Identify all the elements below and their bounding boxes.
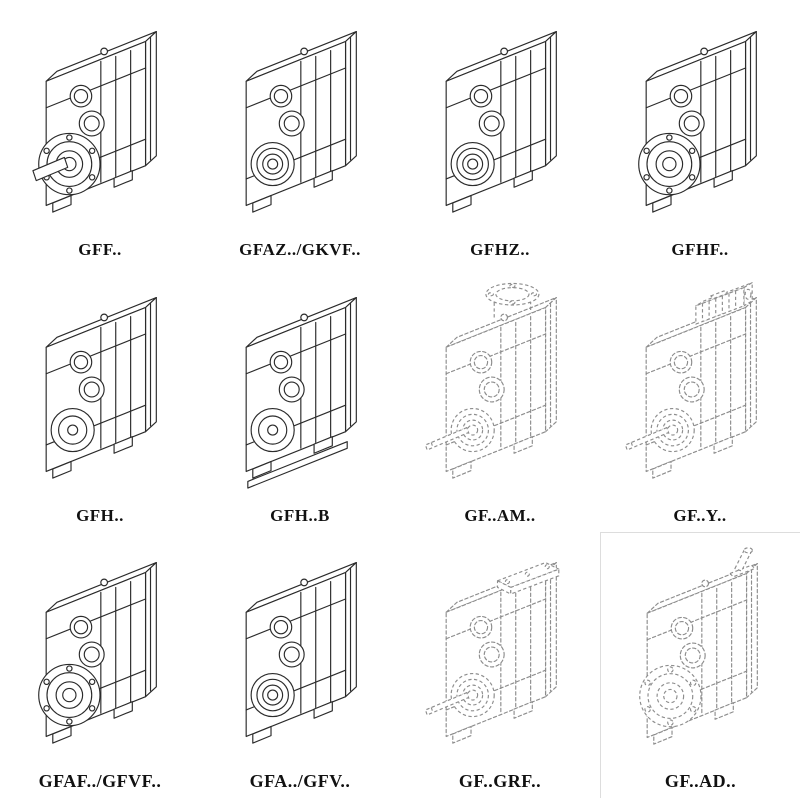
model-label: GFH.. — [76, 506, 124, 526]
gearbox-top-plate-drawing-icon — [416, 546, 584, 758]
drawing-area — [601, 533, 800, 772]
catalog-cell-gfh: GFH.. — [0, 266, 200, 532]
gearbox-base-mounted-drawing-icon — [216, 281, 384, 493]
drawing-area — [0, 266, 200, 507]
model-label: GFA../GFV.. — [249, 771, 351, 792]
gearbox-motor-mounted-drawing-icon — [616, 281, 784, 493]
catalog-cell-gfh-b: GFH..B — [200, 266, 400, 532]
catalog-cell-gff: GFF.. — [0, 0, 200, 266]
model-label: GF..Y.. — [673, 506, 727, 526]
gearbox-flange-bore-drawing-icon — [16, 546, 184, 758]
gearbox-plain-drawing-icon — [16, 281, 184, 493]
gearbox-input-adapter-drawing-icon — [617, 547, 785, 759]
drawing-area — [0, 0, 200, 241]
model-label: GF..AM.. — [464, 506, 536, 526]
catalog-cell-gf-am: GF..AM.. — [400, 266, 600, 532]
model-label: GF..AD.. — [664, 771, 737, 792]
model-label: GFHZ.. — [470, 240, 530, 260]
gearbox-hollow-bore-drawing-icon — [216, 546, 384, 758]
model-label: GF..GRF.. — [458, 771, 542, 792]
catalog-cell-gfhf: GFHF.. — [600, 0, 800, 266]
drawing-area — [200, 266, 400, 507]
drawing-area — [200, 532, 400, 772]
catalog-cell-gf-y: GF..Y.. — [600, 266, 800, 532]
catalog-cell-gfaz-gkvf: GFAZ../GKVF.. — [200, 0, 400, 266]
catalog-cell-gf-ad: GF..AD.. — [600, 532, 800, 798]
gearbox-flange-shaft-drawing-icon — [16, 15, 184, 227]
drawing-area — [400, 532, 600, 772]
gearbox-hollow-bore-drawing-icon — [416, 15, 584, 227]
catalog-cell-gfa-gfv: GFA../GFV.. — [200, 532, 400, 798]
drawing-area — [200, 0, 400, 241]
drawing-area — [600, 0, 800, 241]
model-label: GFHF.. — [671, 240, 729, 260]
drawing-area — [600, 266, 800, 507]
catalog-cell-gfaf-gfvf: GFAF../GFVF.. — [0, 532, 200, 798]
model-label: GFAF../GFVF.. — [38, 771, 162, 792]
catalog-cell-gfhz: GFHZ.. — [400, 0, 600, 266]
model-label: GFF.. — [78, 240, 122, 260]
gearbox-flange-bore-drawing-icon — [616, 15, 784, 227]
drawing-area — [400, 266, 600, 507]
gearbox-hollow-bore-drawing-icon — [216, 15, 384, 227]
gearbox-motor-flange-drawing-icon — [416, 281, 584, 493]
model-label: GFAZ../GKVF.. — [239, 240, 361, 260]
drawing-area — [400, 0, 600, 241]
drawing-area — [0, 532, 200, 772]
model-label: GFH..B — [270, 506, 330, 526]
catalog-cell-gf-grf: GF..GRF.. — [400, 532, 600, 798]
